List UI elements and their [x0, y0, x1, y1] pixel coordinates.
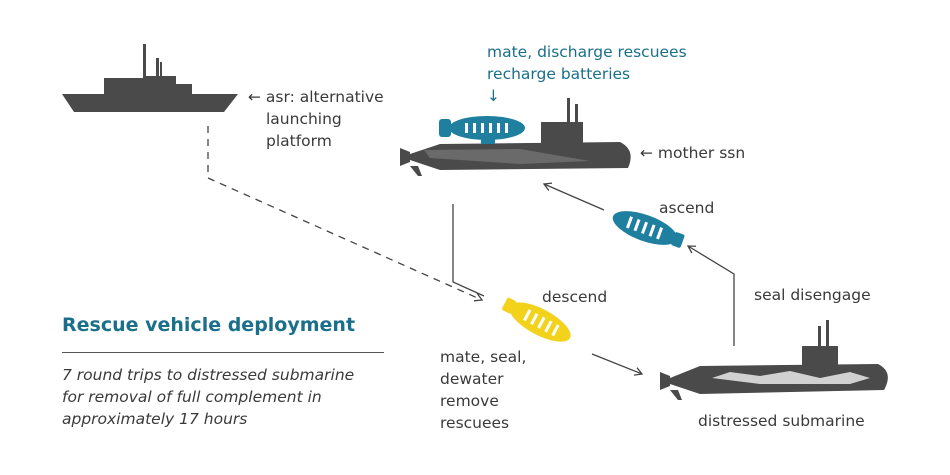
- to-distressed-arrow: [591, 353, 644, 376]
- asr-ship: [62, 44, 238, 112]
- mother-ssn-label: ← mother ssn: [640, 144, 746, 162]
- distressed-submarine: [660, 320, 888, 400]
- panel-divider: [62, 352, 384, 353]
- panel-description-line-1: 7 round trips to distressed submarine: [62, 366, 355, 384]
- seal-disengage-arrow: [686, 245, 735, 346]
- asr-label-line-2: launching: [266, 110, 342, 128]
- descend-arrow: [452, 204, 485, 297]
- mate-seal-line-1: mate, seal,: [440, 348, 527, 366]
- asr-label-line-3: platform: [266, 132, 332, 150]
- mate-discharge-label: mate, discharge rescuees recharge batter…: [487, 41, 687, 107]
- distressed-submarine-label: distressed submarine: [698, 412, 865, 430]
- panel-description: 7 round trips to distressed submarine fo…: [62, 364, 354, 430]
- descend-label: descend: [542, 288, 608, 306]
- asr-launch-dashed-line: [207, 126, 484, 302]
- rescue-vehicle-ascending: [612, 211, 685, 248]
- panel-description-line-2: for removal of full complement in: [62, 388, 322, 406]
- panel-title: Rescue vehicle deployment: [62, 314, 356, 336]
- mate-seal-line-4: rescuees: [440, 414, 510, 432]
- ascend-arrow: [542, 182, 605, 211]
- seal-disengage-label: seal disengage: [754, 286, 871, 304]
- mate-discharge-line-1: mate, discharge rescuees: [487, 43, 687, 61]
- rescue-vehicle-descending: [502, 297, 571, 342]
- panel-description-line-3: approximately 17 hours: [62, 410, 248, 428]
- ascend-label: ascend: [659, 199, 715, 217]
- mate-discharge-line-2: recharge batteries: [487, 65, 631, 83]
- asr-label: ← asr: alternative launching platform: [248, 86, 384, 152]
- mate-discharge-down-arrow: ↓: [487, 87, 500, 105]
- asr-label-line-1: ← asr: alternative: [248, 88, 384, 106]
- mate-seal-label: mate, seal, dewater remove rescuees: [440, 346, 526, 434]
- mother-ssn: [400, 98, 631, 176]
- rescue-vehicle-docked: [439, 116, 525, 144]
- mate-seal-line-2: dewater: [440, 370, 504, 388]
- mate-seal-line-3: remove: [440, 392, 499, 410]
